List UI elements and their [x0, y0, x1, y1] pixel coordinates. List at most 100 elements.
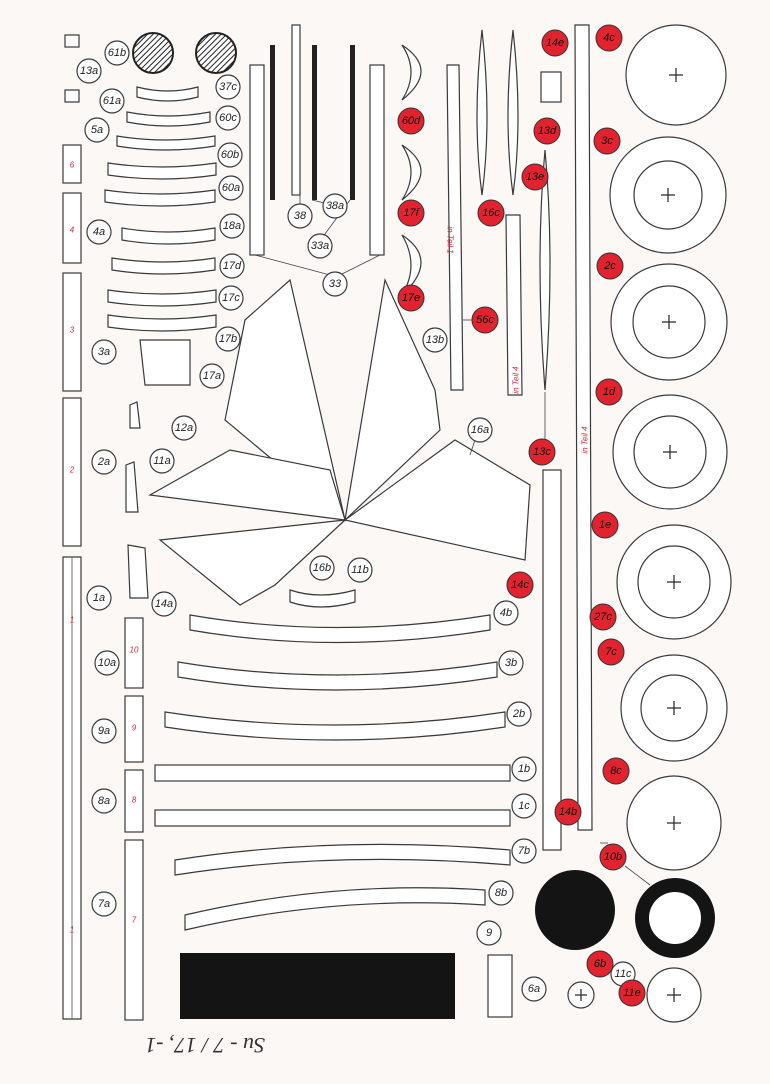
label-13d: 13d	[533, 117, 561, 145]
label-11b: 11b	[347, 557, 373, 583]
svg-text:13b: 13b	[426, 334, 444, 346]
label-16c: 16c	[477, 199, 505, 227]
svg-text:33a: 33a	[311, 240, 329, 252]
svg-text:1a: 1a	[93, 592, 105, 604]
label-38a: 38a	[322, 193, 348, 219]
svg-text:3a: 3a	[98, 346, 110, 358]
label-17a: 17a	[199, 363, 225, 389]
label-27c: 27c	[589, 603, 617, 631]
svg-text:11b: 11b	[351, 564, 369, 576]
svg-text:4a: 4a	[93, 226, 105, 238]
label-9a: 9a	[91, 718, 117, 744]
svg-text:2c: 2c	[603, 260, 616, 272]
label-7a: 7a	[91, 891, 117, 917]
svg-text:17a: 17a	[203, 370, 221, 382]
label-60b: 60b	[217, 142, 243, 168]
label-1b: 1b	[511, 756, 537, 782]
label-33a: 33a	[307, 233, 333, 259]
svg-text:9a: 9a	[98, 725, 110, 737]
label-14a: 14a	[151, 591, 177, 617]
svg-text:17c: 17c	[222, 292, 240, 304]
svg-text:3: 3	[70, 326, 75, 335]
svg-text:16c: 16c	[482, 207, 500, 219]
label-33: 33	[322, 271, 348, 297]
svg-text:3c: 3c	[601, 135, 613, 147]
svg-text:8: 8	[132, 796, 137, 805]
label-14e: 14e	[541, 29, 569, 57]
red-badges: 60d 17f 17e 56c 14e 13d 16c 13e 13c 14c …	[397, 24, 646, 1007]
label-17d: 17d	[219, 253, 245, 279]
svg-text:11a: 11a	[153, 455, 171, 467]
svg-text:11c: 11c	[615, 968, 632, 980]
svg-text:38: 38	[294, 210, 307, 222]
svg-text:8c: 8c	[610, 765, 622, 777]
label-56c: 56c	[471, 306, 499, 334]
label-17e: 17e	[397, 284, 425, 312]
svg-text:3b: 3b	[505, 657, 517, 669]
svg-text:60a: 60a	[222, 182, 240, 194]
svg-text:27c: 27c	[593, 611, 612, 623]
label-3c: 3c	[593, 127, 621, 155]
svg-text:2a: 2a	[97, 456, 110, 468]
long-strip-parts	[154, 614, 513, 1019]
label-10a: 10a	[94, 650, 120, 676]
svg-text:38a: 38a	[326, 200, 344, 212]
label-1e: 1e	[591, 511, 619, 539]
white-badges: 61b 37c 13a 61a 60c 5a 60b 60a 4a 18a 17…	[76, 40, 636, 1002]
label-16b: 16b	[309, 555, 335, 581]
svg-text:17e: 17e	[402, 292, 420, 304]
center-crosses	[575, 68, 683, 1002]
svg-text:7: 7	[132, 916, 137, 925]
label-17c: 17c	[218, 285, 244, 311]
label-4c: 4c	[595, 24, 623, 52]
label-18a: 18a	[219, 213, 245, 239]
svg-text:17b: 17b	[219, 333, 237, 345]
curved-strip-parts	[104, 86, 217, 599]
svg-text:10: 10	[130, 646, 139, 655]
svg-text:6a: 6a	[528, 983, 540, 995]
svg-text:61a: 61a	[103, 95, 121, 107]
svg-text:60d: 60d	[402, 115, 421, 127]
svg-text:8b: 8b	[495, 887, 507, 899]
label-5a: 5a	[84, 117, 110, 143]
hatched-disc-left	[132, 32, 174, 74]
label-17f: 17f	[397, 199, 425, 227]
label-17b: 17b	[215, 326, 241, 352]
svg-text:1e: 1e	[599, 519, 611, 531]
fold-text-in-teil-4b: in Teil 4	[581, 426, 590, 454]
label-13b: 13b	[422, 327, 448, 353]
label-2c: 2c	[596, 252, 624, 280]
label-61b: 61b	[104, 40, 130, 66]
label-4a: 4a	[86, 219, 112, 245]
svg-text:8a: 8a	[98, 795, 110, 807]
leader-lines	[254, 195, 651, 886]
svg-text:56c: 56c	[476, 314, 494, 326]
svg-text:60b: 60b	[221, 149, 239, 161]
svg-text:18a: 18a	[223, 220, 241, 232]
svg-text:9: 9	[132, 724, 137, 733]
label-60a: 60a	[218, 175, 244, 201]
label-38: 38	[287, 203, 313, 229]
svg-text:13e: 13e	[526, 171, 544, 183]
fold-text-in-teil-1: in Teil 1	[446, 226, 455, 253]
svg-text:13a: 13a	[80, 65, 98, 77]
svg-text:61b: 61b	[108, 47, 126, 59]
svg-text:7c: 7c	[605, 646, 617, 658]
fold-text-in-teil-4: in Teil 4	[512, 366, 521, 394]
vertical-spar-parts	[446, 24, 593, 851]
svg-text:1c: 1c	[518, 800, 530, 812]
svg-text:17d: 17d	[223, 260, 242, 272]
label-1a: 1a	[86, 585, 112, 611]
wing-star-part	[148, 277, 531, 608]
label-9: 9	[476, 920, 502, 946]
svg-text:10b: 10b	[604, 851, 622, 863]
strut-parts	[249, 24, 385, 256]
label-11e: 11e	[618, 979, 646, 1007]
svg-text:1: 1	[70, 926, 74, 935]
label-1c: 1c	[511, 793, 537, 819]
sheet-label: Su - 7 / 17, -1	[145, 1033, 265, 1058]
label-8a: 8a	[91, 788, 117, 814]
svg-text:10a: 10a	[98, 657, 116, 669]
label-14c: 14c	[506, 571, 534, 599]
label-14b: 14b	[554, 798, 582, 826]
